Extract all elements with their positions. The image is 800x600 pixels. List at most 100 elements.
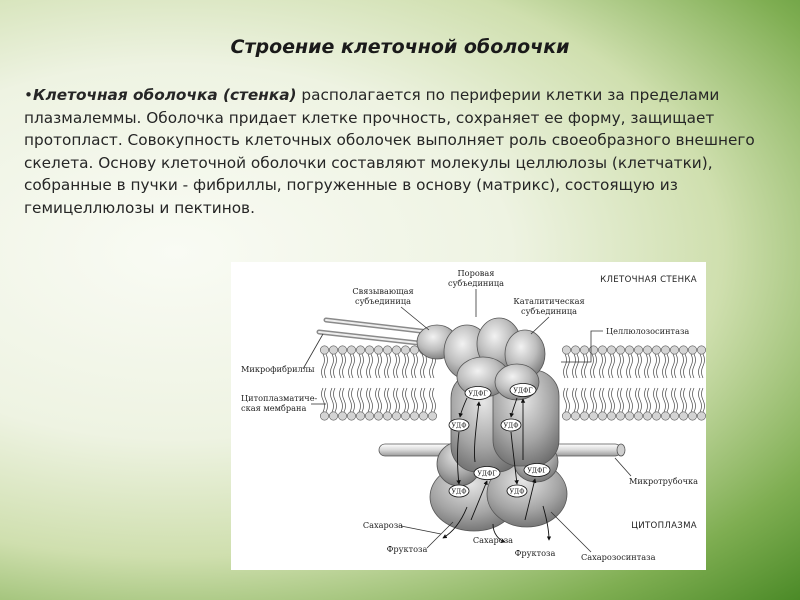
udp-molecule: УДФ [448,484,470,498]
lipid-tail [393,387,400,413]
lipid-tail [662,353,669,379]
udpg-molecule: УДФГ [464,386,492,400]
lipid-tail [384,387,391,413]
udp-molecule: УДФ [448,418,470,432]
region-cytoplasm-label: ЦИТОПЛАЗМА [631,521,697,531]
pore-subunit-label: Поровая [458,268,495,278]
lipid-head [669,345,679,355]
lipid-head [669,411,679,421]
lipid-head [374,411,384,421]
catalytic-subunit-label-2: субъединица [521,306,577,316]
microtubule-label: Микротрубочка [629,476,698,486]
lipid-head [696,411,706,421]
lipid-tail [581,353,588,379]
lipid-tail [599,387,606,413]
cell-wall-diagram: УДФГ УДФГ УДФ УДФ УДФГ УДФГ [231,262,706,570]
lipid-head [374,345,384,355]
lipid-head [615,411,625,421]
lipid-tail [402,353,409,379]
svg-text:УДФГ: УДФГ [527,467,546,475]
sucrose-label-left: Сахароза [363,520,403,530]
lipid-tail [662,387,669,413]
lipid-tail [680,353,687,379]
svg-text:УДФ: УДФ [509,488,524,496]
lipid-head [561,345,571,355]
lipid-head [383,411,393,421]
lipid-tail [384,353,391,379]
lipid-tail [653,387,660,413]
lipid-head [678,345,688,355]
lipid-tail [644,387,651,413]
diagram-svg: УДФГ УДФГ УДФ УДФ УДФГ УДФГ [241,268,706,562]
lipid-tail [590,353,597,379]
lipid-head [347,411,357,421]
udpg-molecule: УДФГ [473,466,501,480]
udpg-molecule: УДФГ [523,463,551,477]
lipid-head [687,411,697,421]
lipid-head [570,411,580,421]
lipid-tail [420,387,427,413]
lipid-head [606,411,616,421]
binding-subunit-label: Связывающая [352,286,413,296]
lipid-tail [689,353,696,379]
lipid-head [570,345,580,355]
lipid-tail [366,353,373,379]
lipid-head [320,345,330,355]
lipid-head [660,411,670,421]
lipid-tail [635,387,642,413]
lipid-tail [330,387,337,413]
lipid-tail [563,387,570,413]
lipid-head [579,345,589,355]
cellulose-synthase-label: Целлюлозосинтаза [606,326,689,336]
lipid-tail [671,353,678,379]
lipid-tail [321,387,328,413]
lipid-head [615,345,625,355]
lipid-head [678,411,688,421]
lipid-tail [653,353,660,379]
lipid-tail [366,387,373,413]
lipid-tail [698,387,705,413]
lipid-head [338,411,348,421]
svg-text:УДФ: УДФ [451,422,466,430]
lipid-tail [339,353,346,379]
lipid-head [588,411,598,421]
lipid-tail [357,387,364,413]
lipid-tail [563,353,570,379]
lipid-head [624,345,634,355]
lipid-tail [608,387,615,413]
lipid-head [651,345,661,355]
lipid-tail [393,353,400,379]
lipid-head [356,411,366,421]
lipid-tail [572,387,579,413]
udp-molecule: УДФ [506,484,528,498]
lipid-tail [671,387,678,413]
lipid-tail [321,353,328,379]
lipid-head [365,345,375,355]
lipid-head [597,345,607,355]
sucrose-label-mid: Сахароза [473,535,513,545]
lipid-head [338,345,348,355]
lipid-tail [617,353,624,379]
fructose-label-right: Фруктоза [515,548,556,558]
lipid-tail [402,387,409,413]
lipid-tail [572,353,579,379]
lipid-head [320,411,330,421]
lipid-head [633,411,643,421]
lipid-tail [330,353,337,379]
lipid-tail [698,353,705,379]
lipid-tail [680,387,687,413]
lipid-tail [429,387,436,413]
lipid-tail [608,353,615,379]
svg-text:УДФ: УДФ [451,488,466,496]
lipid-head [642,345,652,355]
lipid-tail [617,387,624,413]
lipid-head [347,345,357,355]
binding-subunit-label-2: субъединица [355,296,411,306]
lipid-head [588,345,598,355]
lipid-tail [644,353,651,379]
lipid-tail [348,353,355,379]
lipid-head [419,411,429,421]
lipid-head [392,411,402,421]
slide-title: Строение клеточной оболочки [230,36,570,58]
lipid-tail [420,353,427,379]
